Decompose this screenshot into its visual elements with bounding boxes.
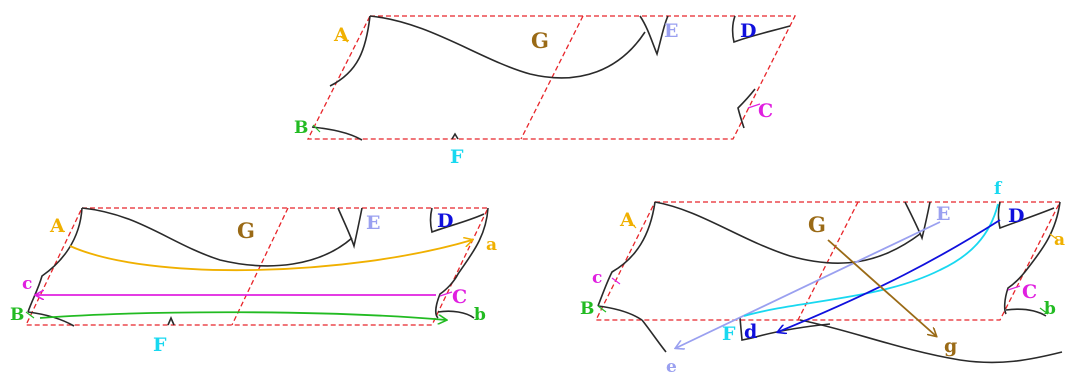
- label-C: C: [1022, 281, 1037, 303]
- label-B: B: [294, 118, 308, 138]
- target-b: b: [1044, 299, 1056, 319]
- label-E: E: [936, 203, 950, 225]
- labels-bottom-left: A G E D a c C B b F: [10, 210, 497, 356]
- frame-bottom-left: [24, 207, 490, 326]
- target-c: c: [22, 274, 32, 294]
- arrow-B-to-b: [39, 311, 446, 320]
- label-G: G: [237, 218, 255, 243]
- labels-top: A G E D C B F: [294, 20, 773, 168]
- target-b: b: [474, 305, 486, 325]
- panel-bottom-right: f A G E D a c C B b F d e g: [580, 179, 1065, 377]
- target-e: e: [666, 357, 677, 377]
- label-B: B: [10, 305, 24, 325]
- label-E: E: [664, 20, 678, 42]
- arrow-G-to-g: [827, 239, 936, 336]
- label-A: A: [619, 209, 635, 231]
- label-D: D: [437, 210, 453, 232]
- target-a: a: [486, 235, 497, 255]
- target-c: c: [592, 268, 602, 288]
- arrows-bottom-right: [676, 203, 1001, 348]
- label-G: G: [531, 28, 549, 53]
- label-E: E: [366, 212, 380, 234]
- target-a: a: [1054, 230, 1065, 250]
- label-D: D: [740, 20, 756, 42]
- label-A: A: [333, 24, 349, 46]
- label-A: A: [49, 215, 65, 237]
- label-G: G: [808, 212, 826, 237]
- curves-bottom-right: [597, 201, 1063, 364]
- label-C: C: [452, 286, 467, 308]
- labels-bottom-right: f A G E D a c C B b F d e g: [580, 179, 1065, 377]
- target-f: f: [994, 179, 1003, 199]
- target-d: d: [744, 321, 757, 343]
- arrow-A-to-a: [69, 240, 472, 272]
- label-F: F: [153, 334, 167, 356]
- label-D: D: [1008, 205, 1024, 227]
- label-B: B: [580, 299, 594, 319]
- arrow-E-to-e: [676, 221, 941, 348]
- target-g: g: [944, 335, 957, 357]
- label-C: C: [758, 100, 773, 122]
- label-F: F: [450, 146, 464, 168]
- panel-bottom-left: A G E D a c C B b F: [10, 207, 497, 356]
- panel-top: A G E D C B F: [294, 15, 797, 168]
- arrow-D-to-d: [778, 219, 1001, 332]
- arrow-F-to-f: [743, 203, 999, 317]
- curves-top: [311, 15, 791, 141]
- arrows-bottom-left: [36, 240, 472, 320]
- curves-bottom-left: [25, 207, 489, 327]
- label-F: F: [722, 323, 736, 345]
- frame-bottom-right: [594, 201, 1062, 321]
